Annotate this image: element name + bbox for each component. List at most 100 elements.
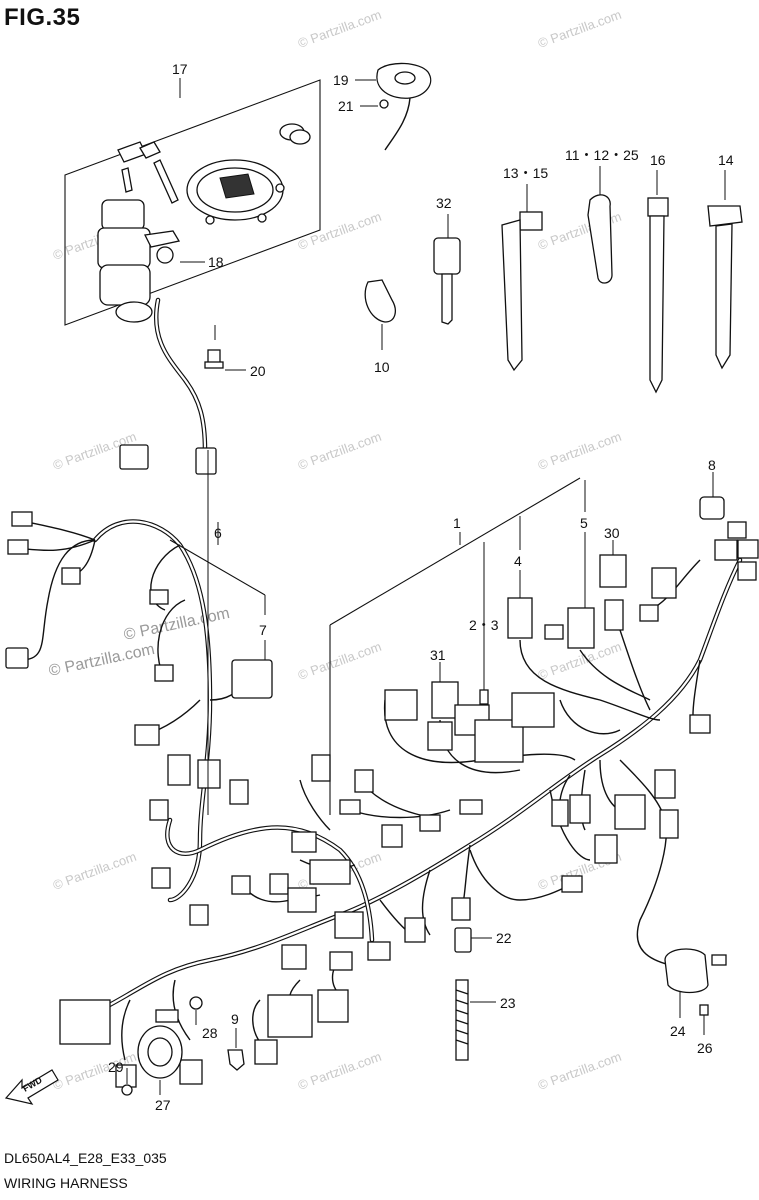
connector-icon bbox=[451, 897, 471, 921]
connector-icon bbox=[639, 604, 659, 622]
callout-8: 8 bbox=[708, 457, 716, 473]
group-box-17 bbox=[64, 79, 321, 326]
watermark: © Partzilla.com bbox=[296, 429, 383, 473]
connector-icon bbox=[134, 724, 160, 746]
watermark: © Partzilla.com bbox=[296, 639, 383, 683]
sensor-22-23: 22 23 bbox=[454, 927, 516, 1061]
connector-icon bbox=[544, 624, 564, 640]
clamp-10: 10 bbox=[364, 279, 396, 375]
cable-tie-14: 14 bbox=[707, 152, 743, 370]
callout-17: 17 bbox=[172, 61, 188, 77]
connector-8-icon bbox=[699, 496, 725, 520]
clip-11-12-25: 11・12・25 bbox=[565, 147, 639, 284]
watermark: © Partzilla.com bbox=[51, 849, 138, 893]
ignition-switch-icon bbox=[101, 199, 145, 231]
connector-icon bbox=[651, 567, 677, 599]
connector-icon bbox=[727, 521, 747, 539]
connector-icon bbox=[11, 511, 33, 527]
watermark: © Partzilla.com bbox=[296, 7, 383, 51]
connector-icon bbox=[614, 794, 646, 830]
connector-icon bbox=[367, 941, 391, 961]
connector-icon bbox=[5, 647, 29, 669]
callout-24: 24 bbox=[670, 1023, 686, 1039]
part-19-21: 19 21 bbox=[333, 62, 432, 151]
connector-icon bbox=[287, 887, 317, 913]
connector-icon bbox=[381, 824, 403, 848]
watermark: © Partzilla.com bbox=[122, 605, 231, 644]
callout-31: 31 bbox=[430, 647, 446, 663]
callout-14: 14 bbox=[718, 152, 734, 168]
connector-icon bbox=[167, 754, 191, 786]
callout-22: 22 bbox=[496, 930, 512, 946]
connector-icon bbox=[189, 904, 209, 926]
connector-icon bbox=[149, 589, 169, 605]
fuse-icon bbox=[479, 689, 489, 705]
connector-icon bbox=[291, 831, 317, 853]
relay-30-icon bbox=[599, 554, 627, 588]
callout-19: 19 bbox=[333, 72, 349, 88]
relay-7-icon bbox=[231, 659, 273, 699]
horn-27: 27 28 29 9 bbox=[108, 996, 245, 1113]
connector-icon bbox=[119, 444, 149, 470]
main-harness bbox=[14, 519, 743, 1061]
connector-icon bbox=[267, 994, 313, 1038]
fuse-holder-4-icon bbox=[507, 597, 533, 639]
connector-icon bbox=[569, 794, 591, 824]
callout-2-3: 2・3 bbox=[469, 617, 499, 633]
connector-icon bbox=[737, 539, 759, 559]
callout-28: 28 bbox=[202, 1025, 218, 1041]
callout-6: 6 bbox=[214, 525, 222, 541]
connector-icon bbox=[281, 944, 307, 970]
connector-icon bbox=[317, 989, 349, 1023]
connector-icon bbox=[419, 814, 441, 832]
callout-10: 10 bbox=[374, 359, 390, 375]
screw-21-icon bbox=[379, 99, 389, 109]
callout-1: 1 bbox=[453, 515, 461, 531]
callout-26: 26 bbox=[697, 1040, 713, 1056]
ignition-connector-icon bbox=[195, 447, 217, 475]
watermark: © Partzilla.com bbox=[296, 209, 383, 253]
connector-icon bbox=[329, 951, 353, 971]
connector-icon bbox=[459, 799, 483, 815]
watermark: © Partzilla.com bbox=[536, 1049, 623, 1093]
fuse-holder-5-icon bbox=[567, 607, 595, 649]
figure-title: FIG.35 bbox=[4, 4, 81, 31]
connector-icon bbox=[59, 999, 111, 1045]
callout-13-15: 13・15 bbox=[503, 165, 548, 181]
nut-29-icon bbox=[121, 1084, 133, 1096]
connector-icon bbox=[339, 799, 361, 815]
connector-icon bbox=[269, 873, 289, 895]
callout-23: 23 bbox=[500, 995, 516, 1011]
connector-icon bbox=[659, 809, 679, 839]
connector-icon bbox=[154, 664, 174, 682]
callout-32: 32 bbox=[436, 195, 452, 211]
callout-21: 21 bbox=[338, 98, 354, 114]
junction-box-icon bbox=[474, 719, 524, 763]
connector-icon bbox=[604, 599, 624, 631]
callout-4: 4 bbox=[514, 553, 522, 569]
watermark: © Partzilla.com bbox=[536, 7, 623, 51]
callout-29: 29 bbox=[108, 1059, 124, 1075]
connector-icon bbox=[737, 561, 757, 581]
connector-icon bbox=[384, 689, 418, 721]
connector-icon bbox=[61, 567, 81, 585]
connector-icon bbox=[254, 1039, 278, 1065]
connector-icon bbox=[427, 721, 453, 751]
connector-icon bbox=[197, 759, 221, 789]
callout-20: 20 bbox=[250, 363, 266, 379]
cable-tie-16: 16 bbox=[647, 152, 669, 394]
connector-icon bbox=[714, 539, 738, 561]
callout-30: 30 bbox=[604, 525, 620, 541]
clamp-9-icon bbox=[227, 1049, 245, 1071]
connector-icon bbox=[354, 769, 374, 793]
diagram-caption: WIRING HARNESS bbox=[4, 1175, 128, 1191]
callout-18: 18 bbox=[208, 254, 224, 270]
connector-icon bbox=[561, 875, 583, 893]
harness-connectors bbox=[5, 444, 759, 1088]
callout-brackets: 1 2・3 4 5 6 7 8 30 31 bbox=[169, 450, 716, 815]
side-stand-switch-24: 24 26 bbox=[664, 948, 727, 1056]
connector-icon bbox=[179, 1059, 203, 1085]
bolt-28-icon bbox=[189, 996, 203, 1010]
screw-26-icon bbox=[699, 1004, 709, 1016]
